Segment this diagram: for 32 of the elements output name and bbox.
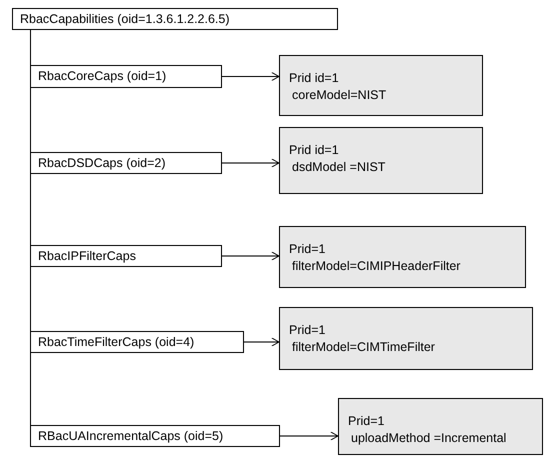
class-name: RbacIPFilterCaps	[38, 248, 136, 265]
id-label: Prid=1	[348, 413, 386, 430]
attribute-label: filterModel=CIMTimeFilter	[291, 339, 436, 356]
id-label: Prid=1	[289, 241, 326, 258]
id-label: Prid=1	[289, 322, 326, 339]
class-box	[30, 65, 222, 88]
attribute-box	[279, 307, 533, 370]
arrow	[222, 158, 280, 168]
attribute-label: filterModel=CIMIPHeaderFilter	[291, 258, 462, 275]
class-box	[30, 245, 222, 267]
attribute-box	[279, 55, 483, 116]
arrow	[222, 72, 280, 81]
class-box	[30, 425, 280, 447]
class-name: RBacUAIncrementalCaps (oid=5)	[38, 428, 224, 445]
id-label: Prid id=1	[289, 142, 340, 159]
attribute-box	[279, 127, 483, 194]
class-name: RbacDSDCaps (oid=2)	[38, 154, 166, 172]
arrow	[244, 338, 280, 346]
attribute-label: dsdModel =NIST	[291, 159, 386, 176]
attribute-label: uploadMethod =Incremental	[350, 430, 508, 447]
attribute-box	[279, 226, 526, 288]
arrow	[222, 252, 280, 260]
arrow	[280, 432, 338, 440]
attribute-label: coreModel=NIST	[291, 87, 388, 104]
class-box	[30, 331, 244, 353]
class-name: RbacCoreCaps (oid=1)	[38, 68, 166, 86]
id-label: Prid id=1	[289, 70, 340, 87]
attribute-box	[338, 398, 543, 455]
class-box	[12, 8, 338, 30]
class-name: RbacTimeFilterCaps (oid=4)	[38, 334, 194, 351]
class-box	[30, 152, 222, 174]
class-name: RbacCapabilities (oid=1.3.6.1.2.2.6.5)	[20, 10, 230, 28]
